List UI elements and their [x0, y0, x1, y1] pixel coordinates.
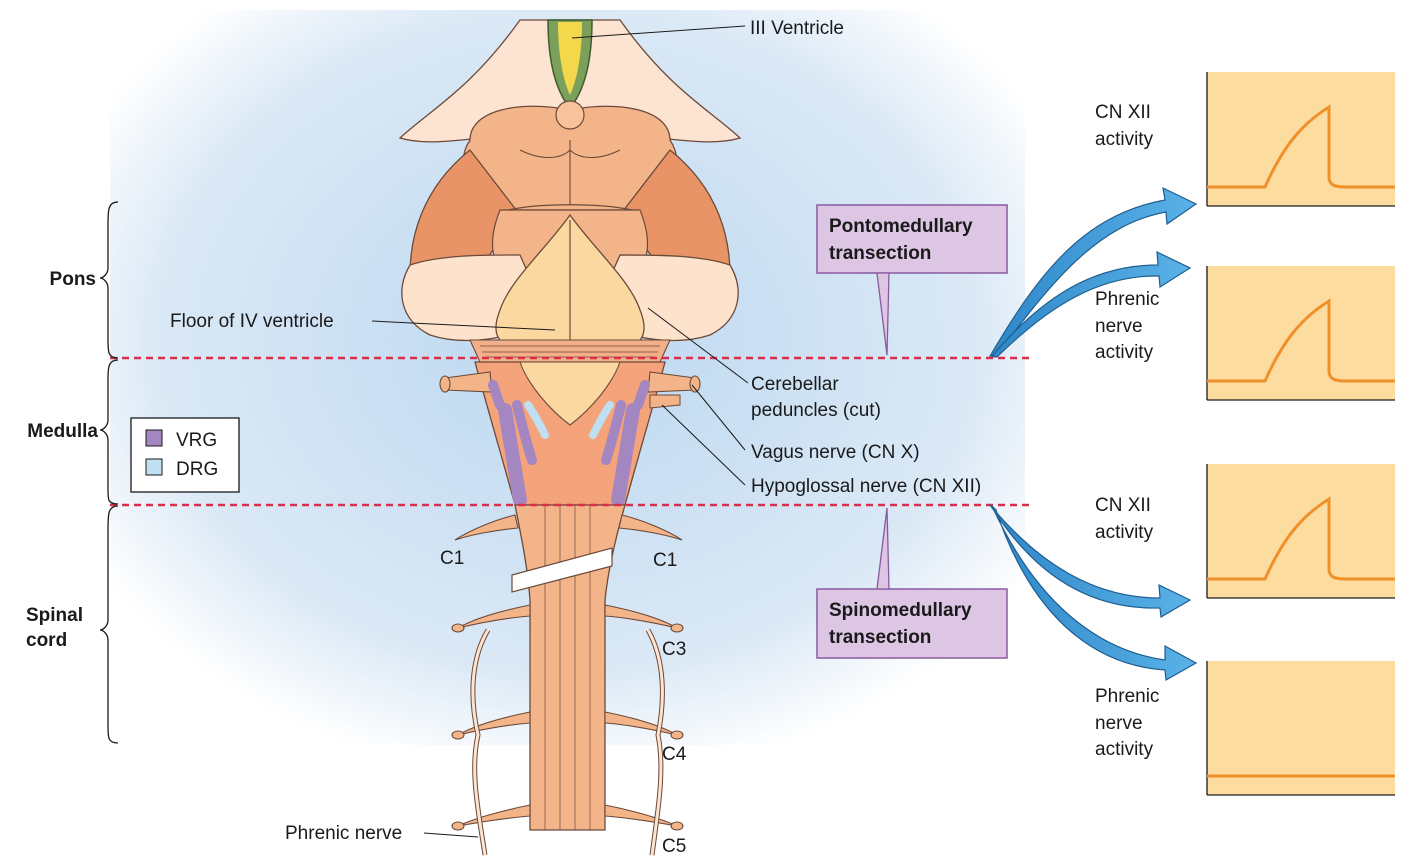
leader-third-ventricle	[571, 25, 746, 39]
pons-brace	[99, 201, 119, 359]
spinomedullary-callout-line1: Spinomedullary	[829, 600, 972, 621]
vagus-nerve-stump-right-end	[689, 375, 701, 393]
vrg-column-left-2	[488, 380, 505, 410]
spinomedullary-callout-line2: transection	[829, 627, 931, 648]
graph-3-trace	[1207, 496, 1395, 581]
arrow-to-cn-xii-bottom	[989, 504, 1192, 618]
vrg-column-left-3	[512, 400, 537, 465]
spinomedullary-callout-pointer	[876, 507, 890, 590]
vrg-column-right-2	[633, 380, 650, 410]
graph-4-label-line3: activity	[1095, 739, 1154, 760]
medulla-brace	[99, 359, 119, 505]
legend-label-drg: DRG	[176, 459, 218, 480]
label-c1-right: C1	[653, 550, 677, 571]
label-hypoglossal-nerve: Hypoglossal nerve (CN XII)	[751, 476, 981, 497]
label-floor-iv-ventricle: Floor of IV ventricle	[170, 311, 334, 332]
region-medulla-label: Medulla	[27, 421, 98, 442]
vrg-column-left	[498, 403, 527, 507]
graph-3-label-line1: CN XII	[1095, 495, 1151, 516]
colliculi-midline	[519, 140, 621, 205]
graph-3-label-line2: activity	[1095, 522, 1154, 543]
region-spinal-label-line2: cord	[26, 630, 67, 651]
region-spinal-label-line1: Spinal	[26, 605, 83, 626]
graph-2-label-line2: nerve	[1095, 316, 1143, 337]
graph-4-panel	[1207, 661, 1395, 795]
graph-2-label-line3: activity	[1095, 342, 1154, 363]
pontomedullary-callout-pointer	[876, 272, 890, 356]
obex-region	[519, 361, 621, 426]
graph-4-label-line1: Phrenic	[1095, 686, 1159, 707]
graph-4-label-line2: nerve	[1095, 713, 1143, 734]
label-c3: C3	[662, 639, 686, 660]
graph-panels	[1206, 72, 1395, 796]
legend-label-vrg: VRG	[176, 430, 217, 451]
spinal-cord-fibers	[544, 505, 591, 830]
phrenic-nerve-right-inner	[646, 629, 664, 856]
pineal-body	[555, 100, 585, 130]
legend-swatch-vrg	[145, 429, 163, 447]
arrow-to-phrenic-top	[990, 251, 1192, 358]
velum-bar	[507, 204, 633, 211]
label-cerebellar-peduncles-line2: peduncles (cut)	[751, 400, 881, 421]
label-vagus-nerve: Vagus nerve (CN X)	[751, 442, 920, 463]
spinomedullary-callout-box	[816, 588, 1008, 659]
graph-3-panel	[1207, 464, 1395, 598]
label-c4: C4	[662, 744, 687, 765]
leader-cerebellar-peduncles	[647, 307, 749, 384]
spinal-root-c1	[454, 514, 683, 541]
label-third-ventricle: III Ventricle	[750, 18, 844, 39]
spinal-root-c3	[451, 604, 684, 633]
vrg-column-right	[611, 403, 640, 507]
label-c5: C5	[662, 836, 686, 857]
vrg-column-right-3	[601, 400, 626, 465]
leader-hypoglossal	[661, 404, 746, 486]
label-c1-left: C1	[440, 548, 464, 569]
spinal-cord-break	[511, 547, 613, 593]
arrows-spinomedullary	[989, 504, 1198, 681]
pontomedullary-callout: Pontomedullary transection	[816, 204, 1008, 356]
legend-swatch-drg	[145, 458, 163, 476]
third-ventricle-inner	[558, 22, 582, 95]
graph-1-panel	[1207, 72, 1395, 206]
hypoglossal-stump-right	[649, 394, 681, 409]
graph-1-label-line2: activity	[1095, 129, 1154, 150]
graph-1-trace	[1207, 104, 1395, 189]
arrows-pontomedullary	[989, 186, 1198, 358]
leader-vagus	[691, 384, 746, 451]
pontomedullary-callout-line2: transection	[829, 243, 931, 264]
spinal-cord-brace	[99, 505, 119, 744]
arrow-to-cn-xii-top	[989, 186, 1198, 358]
graph-2-trace	[1207, 298, 1395, 383]
phrenic-nerve-left-inner	[471, 629, 490, 856]
pontomedullary-callout-box	[816, 204, 1008, 274]
spinal-cord	[514, 504, 626, 831]
graph-2-label-line1: Phrenic	[1095, 289, 1159, 310]
leader-phrenic	[423, 832, 479, 838]
drg-column-right	[589, 401, 614, 439]
leader-floor-iv	[371, 320, 556, 331]
graph-2-panel	[1207, 266, 1395, 400]
pontomedullary-callout-line1: Pontomedullary	[829, 216, 973, 237]
region-pons-label: Pons	[50, 269, 96, 290]
label-cerebellar-peduncles-line1: Cerebellar	[751, 374, 839, 395]
legend: VRG DRG	[130, 417, 240, 493]
graph-1-label-line1: CN XII	[1095, 102, 1151, 123]
arrow-to-phrenic-bottom	[991, 505, 1198, 681]
vagus-nerve-stump-left-end	[439, 375, 451, 393]
label-phrenic-nerve: Phrenic nerve	[285, 823, 402, 844]
drg-column-left	[524, 401, 549, 439]
spinomedullary-callout: Spinomedullary transection	[816, 507, 1008, 659]
